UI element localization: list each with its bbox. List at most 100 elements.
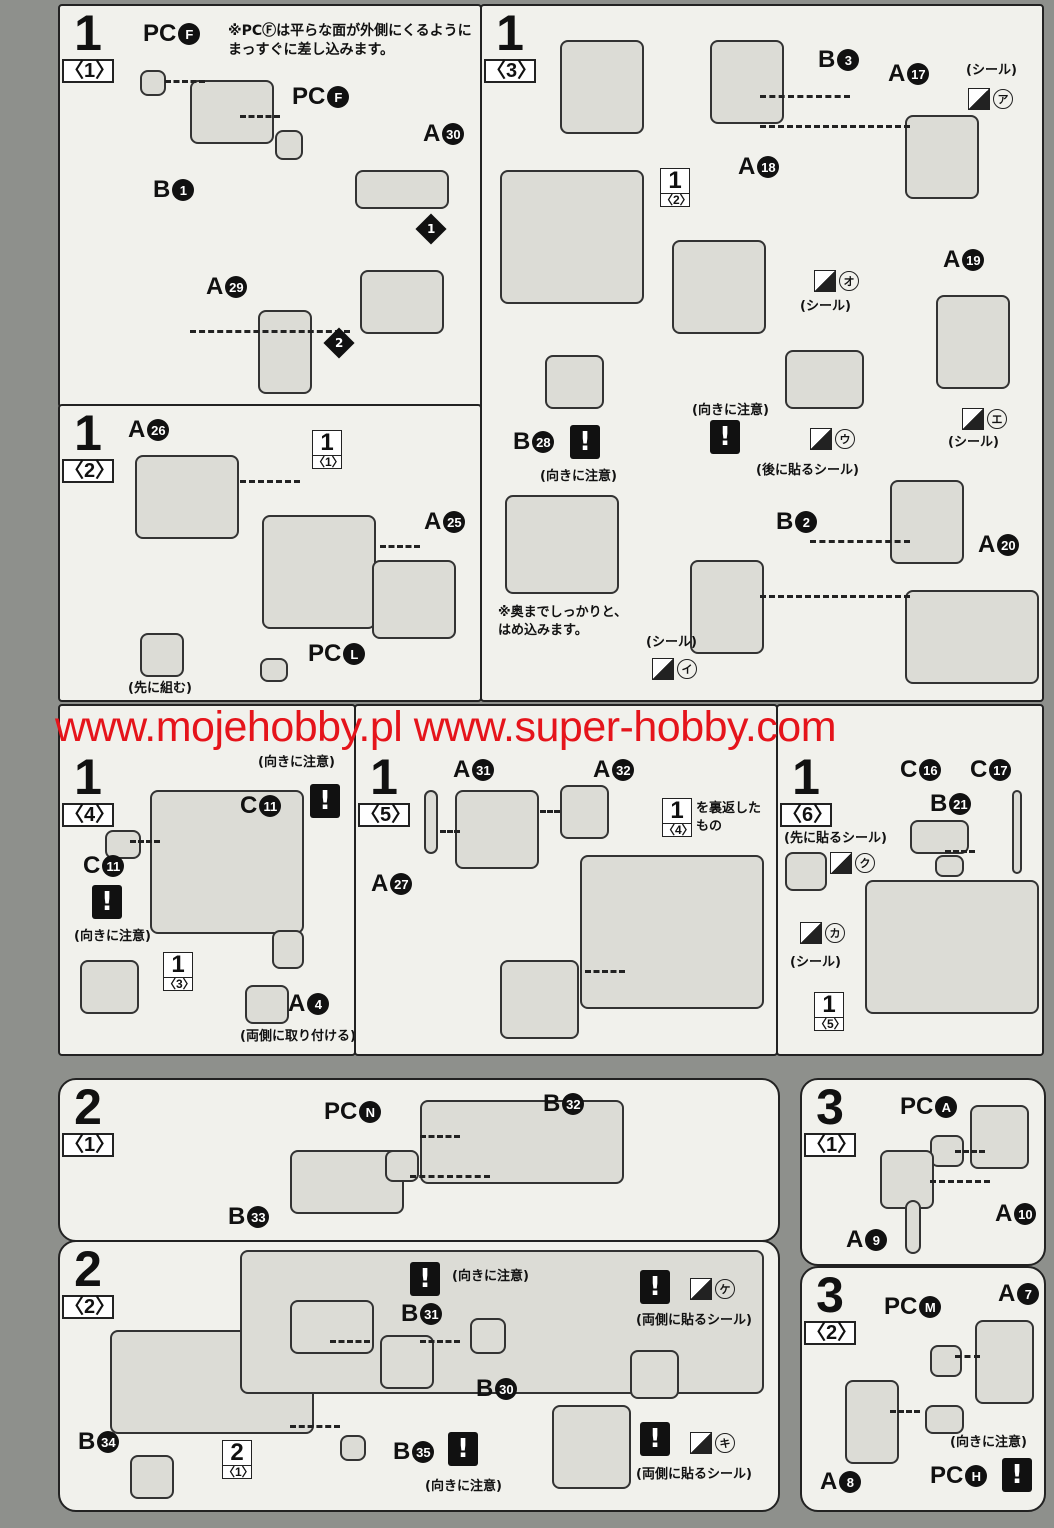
part-number: 30 [442, 123, 465, 145]
part-illustration [500, 960, 579, 1039]
caution-icon: ! [570, 425, 600, 459]
ref-number: 2 [222, 1440, 252, 1466]
step-main-number: 3 [816, 1079, 844, 1135]
caption-note: (向きに注意) [950, 1435, 1027, 1450]
part-letter: B [393, 1438, 411, 1465]
part-letter: A [888, 60, 906, 87]
step-main-number: 2 [74, 1241, 102, 1297]
part-illustration [905, 1200, 921, 1254]
assembly-arrow [190, 330, 350, 333]
part-illustration [80, 960, 139, 1014]
assembly-arrow [440, 830, 460, 833]
part-letter: B [78, 1428, 96, 1455]
step-main-number: 3 [816, 1267, 844, 1323]
part-illustration [552, 1405, 631, 1489]
part-illustration [275, 130, 303, 160]
caption-note: (両側に貼るシール) [636, 1313, 752, 1328]
part-illustration [710, 40, 784, 124]
assembly-arrow [240, 480, 300, 483]
sticker-label: ア [968, 88, 1013, 110]
sticker-letter: カ [825, 923, 845, 943]
caution-icon: ! [710, 420, 740, 454]
step-sub-number: 〈1〉 [62, 1133, 116, 1157]
part-letter: B [228, 1203, 246, 1230]
step-sub-number: 〈2〉 [804, 1321, 858, 1345]
assembly-arrow [410, 1175, 490, 1178]
part-illustration [150, 790, 304, 934]
part-letter: B [543, 1090, 561, 1117]
part-letter: A [288, 990, 306, 1017]
step-number: 3〈2〉 [804, 1267, 858, 1345]
assembly-arrow [290, 1425, 340, 1428]
step-main-number: 1 [74, 405, 102, 461]
part-letter: PC [143, 20, 177, 47]
part-number: 9 [865, 1229, 888, 1251]
part-number: 26 [147, 419, 170, 441]
assembly-arrow [130, 840, 160, 843]
part-illustration [340, 1435, 366, 1461]
instruction-note: ※PCⒻは平らな面が外側にくるようにまっすぐに差し込みます。 [228, 23, 472, 58]
sticker-icon [652, 658, 674, 680]
caution-icon: ! [410, 1262, 440, 1296]
part-illustration [420, 1100, 624, 1184]
part-letter: PC [324, 1098, 358, 1125]
caution-icon: ! [640, 1422, 670, 1456]
sticker-icon [962, 408, 984, 430]
part-letter: C [900, 756, 918, 783]
step-sub-number: 〈1〉 [804, 1133, 858, 1157]
step-number: 1〈2〉 [62, 405, 115, 483]
part-illustration [190, 80, 274, 144]
caution-icon: ! [448, 1432, 478, 1466]
caution-icon: ! [1002, 1458, 1032, 1492]
part-number: 27 [390, 873, 413, 895]
part-number: 2 [795, 511, 818, 533]
sticker-label: ウ [810, 428, 855, 450]
sticker-icon [814, 270, 836, 292]
caption-note: (先に貼るシール) [784, 831, 887, 846]
step-number: 1〈4〉 [62, 752, 115, 827]
part-number: 25 [443, 511, 466, 533]
part-letter: B [776, 508, 794, 535]
part-letter: PC [292, 83, 326, 110]
sticker-letter: イ [677, 659, 697, 679]
caption-note: (向きに注意) [258, 755, 335, 770]
sticker-label: ケ [690, 1278, 735, 1300]
sticker-label: カ [800, 922, 845, 944]
part-illustration [262, 515, 376, 629]
part-number: 33 [247, 1206, 270, 1228]
assembly-arrow [930, 1180, 990, 1183]
sticker-icon [968, 88, 990, 110]
step-main-number: 1 [370, 749, 398, 805]
part-illustration [975, 1320, 1034, 1404]
ref-number: 1 [660, 168, 690, 194]
caption-note: (向きに注意) [452, 1269, 529, 1284]
part-illustration [690, 560, 764, 654]
part-illustration [970, 1105, 1029, 1169]
part-letter: C [970, 756, 988, 783]
step-sub-number: 〈6〉 [780, 803, 834, 827]
step-panel-2-1 [58, 1078, 780, 1242]
step-sub-number: 〈3〉 [484, 59, 538, 83]
ref-sub: 〈4〉 [662, 823, 694, 837]
step-reference: 1〈1〉 [312, 430, 344, 469]
part-number: 28 [532, 431, 555, 453]
part-illustration [245, 985, 289, 1024]
caption-note: (先に組む) [128, 681, 192, 696]
part-number: 11 [259, 795, 282, 817]
